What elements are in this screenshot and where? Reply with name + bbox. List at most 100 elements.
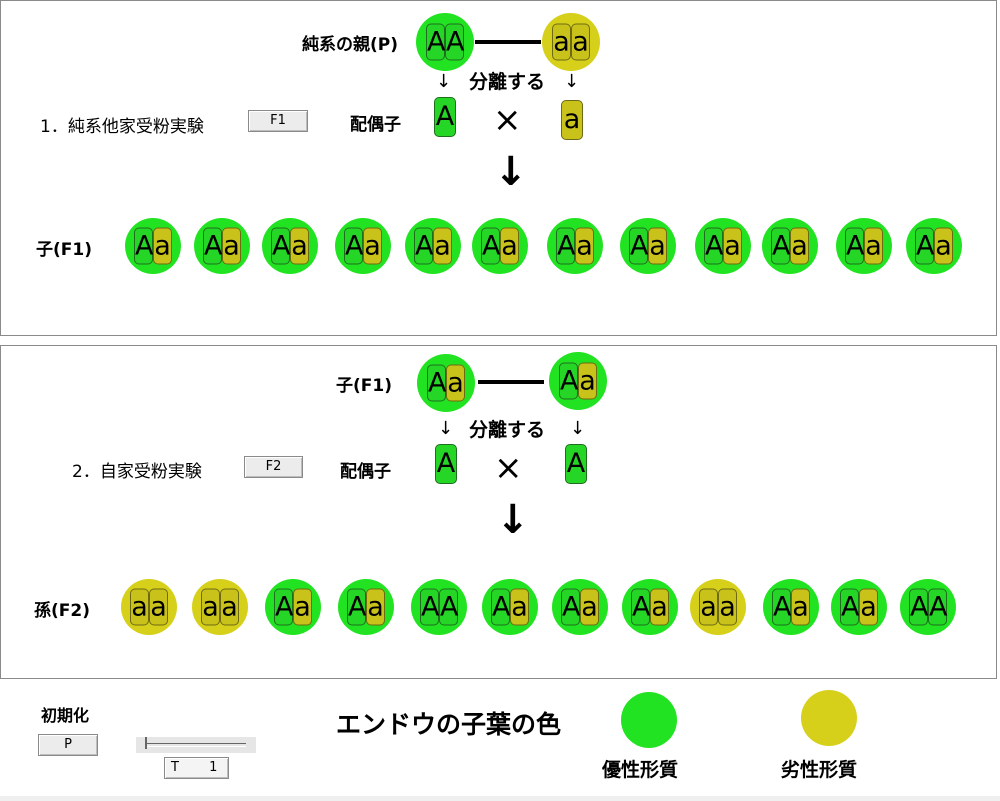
separate-label: 分離する <box>469 71 546 93</box>
allele-dominant: A <box>414 227 433 265</box>
allele-dominant: A <box>439 588 458 626</box>
gamete-label: 配偶子 <box>340 462 391 482</box>
allele-recessive: a <box>510 588 529 626</box>
allele-recessive: a <box>648 227 667 265</box>
mating-line <box>478 380 544 384</box>
reset-p-button[interactable]: P <box>38 734 98 756</box>
slider-track-line <box>146 743 246 747</box>
gamete-1: A <box>435 444 457 484</box>
gamete-label: 配偶子 <box>350 115 401 135</box>
allele-dominant: A <box>420 588 439 626</box>
mating-line <box>475 40 541 44</box>
allele-recessive: a <box>433 227 452 265</box>
allele-recessive: a <box>723 227 742 265</box>
allele-recessive: a <box>575 227 594 265</box>
allele-dominant: A <box>344 227 363 265</box>
allele-recessive: a <box>718 588 737 626</box>
allele-dominant: A <box>840 588 859 626</box>
allele-dominant: A <box>629 227 648 265</box>
cross-icon: × <box>493 100 522 140</box>
footer-bar <box>0 796 1000 801</box>
legend-dominant-swatch <box>621 692 677 748</box>
reset-label: 初期化 <box>41 706 90 725</box>
allele-recessive: a <box>859 588 878 626</box>
allele-dominant: A <box>491 588 510 626</box>
allele-recessive: a <box>791 588 810 626</box>
allele-recessive: a <box>222 227 241 265</box>
parent-label-f1: 子(F1) <box>336 376 392 396</box>
allele-dominant: A <box>915 227 934 265</box>
offspring-label-f2: 孫(F2) <box>34 601 90 621</box>
allele-recessive: a <box>201 588 220 626</box>
allele-dominant: A <box>426 23 445 61</box>
allele-recessive: a <box>699 588 718 626</box>
down-arrow-icon: ↓ <box>496 497 530 543</box>
allele-recessive: a <box>153 227 172 265</box>
allele-recessive: a <box>580 588 599 626</box>
separate-label: 分離する <box>469 419 546 441</box>
allele-recessive: a <box>130 588 149 626</box>
allele-dominant: A <box>704 227 723 265</box>
allele-recessive: a <box>290 227 309 265</box>
allele-dominant: A <box>445 23 464 61</box>
allele-dominant: A <box>559 362 578 400</box>
allele-dominant: A <box>347 588 366 626</box>
panel-cross-pollination <box>0 0 997 336</box>
allele-dominant: A <box>771 227 790 265</box>
time-slider[interactable] <box>136 737 256 753</box>
allele-recessive: a <box>366 588 385 626</box>
allele-dominant: A <box>561 588 580 626</box>
time-counter-prefix: T <box>171 760 179 775</box>
allele-recessive: a <box>571 23 590 61</box>
allele-dominant: A <box>845 227 864 265</box>
slider-thumb[interactable] <box>145 737 147 749</box>
allele-recessive: a <box>552 23 571 61</box>
legend-recessive-swatch <box>801 690 857 746</box>
allele-dominant: A <box>271 227 290 265</box>
down-arrow-icon: ↓ <box>494 149 528 195</box>
allele-recessive: a <box>578 362 597 400</box>
f2-button[interactable]: F2 <box>244 456 303 478</box>
allele-dominant: A <box>631 588 650 626</box>
allele-recessive: a <box>650 588 669 626</box>
allele-dominant: A <box>274 588 293 626</box>
allele-recessive: a <box>446 364 465 402</box>
f1-button[interactable]: F1 <box>248 110 308 132</box>
gamete-2: a <box>561 100 583 140</box>
allele-dominant: A <box>772 588 791 626</box>
cross-icon: × <box>494 448 523 488</box>
time-counter-value: 1 <box>209 760 218 775</box>
down-arrow-icon: ↓ <box>564 71 580 92</box>
